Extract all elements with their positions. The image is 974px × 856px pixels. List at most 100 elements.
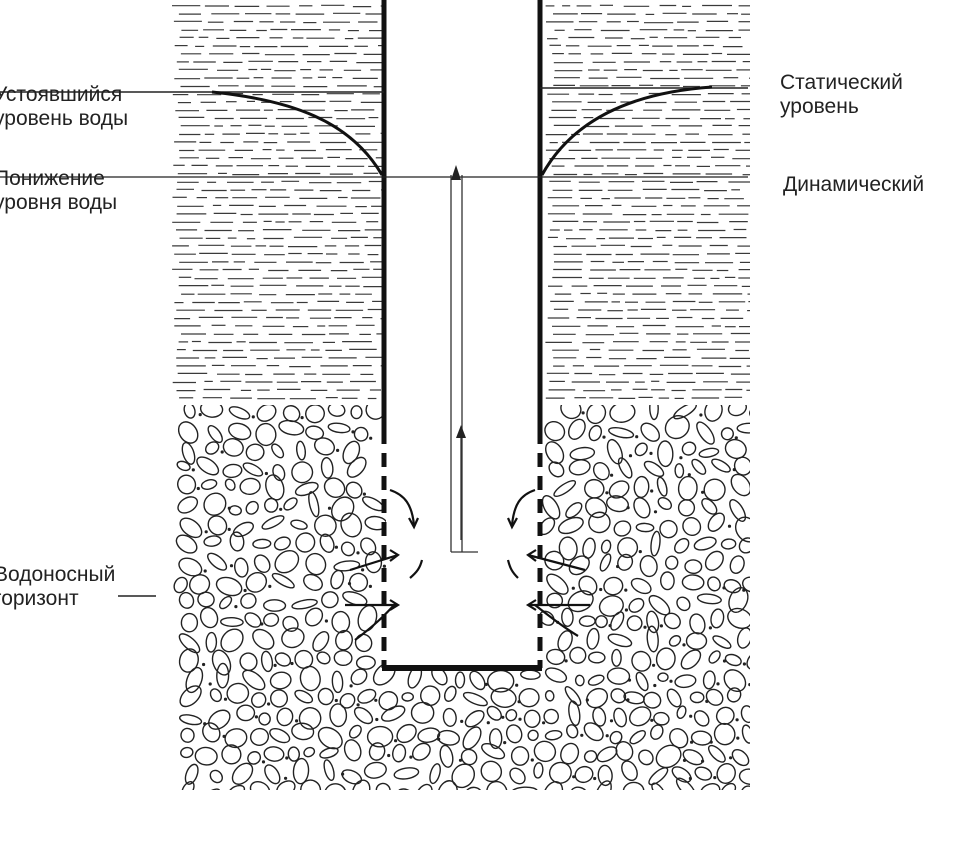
gravel-grain [638, 550, 642, 554]
gravel-stone [177, 421, 199, 444]
gravel-grain [602, 435, 606, 439]
gravel-stone [220, 628, 244, 653]
gravel-grain [484, 682, 488, 687]
gravel-stone [330, 569, 345, 590]
gravel-stone [746, 650, 750, 670]
gravel-stone [331, 496, 355, 522]
gravel-grain [669, 679, 673, 683]
gravel-stone [245, 572, 268, 593]
gravel-grain [771, 701, 774, 704]
gravel-stone [724, 653, 742, 667]
gravel-grain [220, 450, 224, 454]
gravel-stone [273, 536, 291, 551]
gravel-stone [707, 744, 726, 763]
gravel-stone [664, 415, 690, 440]
gravel-stone [588, 424, 603, 442]
gravel-stone [639, 555, 658, 578]
gravel-grain [509, 794, 512, 797]
gravel-stone [411, 742, 431, 761]
gravel-stone [741, 576, 750, 593]
gravel-stone [586, 627, 600, 650]
gravel-stone [264, 497, 279, 513]
gravel-grain [327, 506, 332, 510]
gravel-stone [585, 687, 609, 709]
gravel-grain [635, 435, 639, 439]
gravel-stone [339, 692, 356, 709]
gravel-grain [261, 760, 266, 764]
gravel-stone [216, 662, 230, 689]
gravel-grain [586, 796, 589, 799]
gravel-grain [202, 662, 206, 667]
gravel-stone [401, 692, 414, 702]
gravel-stone [222, 463, 243, 479]
gravel-stone [609, 405, 636, 423]
gravel-stone [724, 438, 747, 460]
gravel-stone [215, 576, 243, 597]
gravel-stone [520, 669, 541, 680]
gravel-stone [355, 655, 376, 670]
gravel-stone [505, 709, 518, 722]
gravel-stone [615, 741, 634, 761]
gravel-stone [651, 782, 666, 790]
gravel-stone [181, 441, 196, 465]
gravel-stone [574, 674, 585, 687]
gravel-stone [460, 748, 478, 766]
gravel-stone [353, 426, 369, 442]
gravel-stone [650, 724, 664, 740]
gravel-grain [649, 451, 653, 455]
gravel-stone [442, 707, 457, 727]
clay-layer-right [545, 4, 750, 399]
gravel-grain [708, 626, 713, 630]
gravel-stone [340, 512, 363, 538]
gravel-stone [738, 537, 750, 554]
gravel-stone [178, 557, 203, 577]
gravel-grain [371, 793, 374, 796]
gravel-stone [360, 537, 377, 556]
gravel-stone [561, 607, 574, 627]
gravel-stone [635, 671, 649, 692]
gravel-stone [454, 671, 466, 689]
depression-cone-right [540, 85, 713, 176]
gravel-stone [677, 475, 698, 501]
gravel-stone [177, 496, 199, 514]
gravel-stone [317, 726, 343, 750]
gravel-stone [675, 777, 697, 790]
gravel-stone [181, 781, 195, 790]
gravel-stone [295, 532, 316, 553]
gravel-stone [287, 746, 301, 762]
settled-water-level-label: Устоявшийся уровень воды [0, 83, 128, 131]
gravel-stone [251, 692, 267, 708]
gravel-stone [240, 592, 257, 609]
up-arrow-icon [456, 425, 466, 438]
gravel-stone [569, 446, 596, 461]
gravel-stone [264, 764, 281, 785]
drawdown-label-line-1: Понижение [0, 167, 105, 190]
gravel-stone [707, 512, 725, 532]
gravel-stone [180, 746, 194, 759]
gravel-stone [236, 704, 256, 722]
gravel-stone [290, 519, 308, 530]
gravel-stone [723, 579, 742, 594]
gravel-grain [687, 473, 691, 477]
gravel-stone [699, 783, 721, 790]
gravel-stone [565, 502, 583, 519]
gravel-stone [196, 456, 220, 476]
gravel-stone [729, 499, 747, 522]
gravel-stone [691, 458, 707, 475]
gravel-stone [244, 612, 262, 628]
gravel-stone [596, 746, 618, 763]
gravel-grain [369, 436, 373, 440]
gravel-stone [294, 481, 319, 497]
gravel-stone [201, 788, 221, 790]
gravel-grain [251, 415, 255, 419]
gravel-grain [191, 468, 195, 472]
gravel-stone [300, 779, 322, 790]
gravel-stone [197, 591, 215, 608]
gravel-stone [631, 650, 652, 672]
gravel-grain [748, 683, 750, 687]
gravel-stone [203, 535, 222, 547]
gravel-stone [242, 669, 266, 691]
gravel-stone [331, 670, 344, 694]
gravel-grain [515, 683, 519, 687]
gravel-stone [363, 761, 387, 779]
